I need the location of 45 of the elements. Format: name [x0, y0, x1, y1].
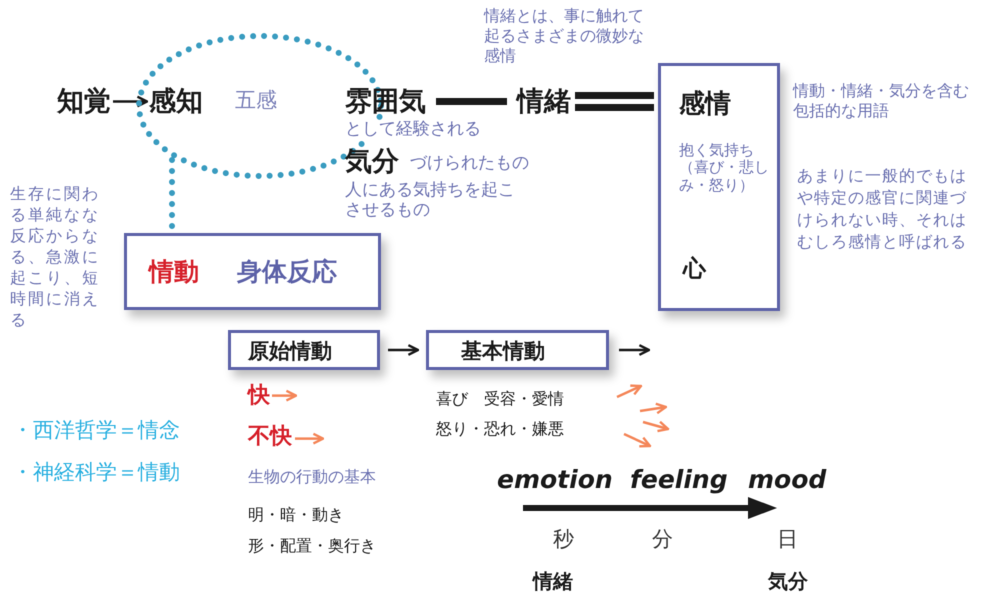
bullet-text: ・西洋哲学＝情念: [12, 417, 180, 444]
term-text: 情緒: [533, 568, 573, 595]
box-text: 抱く気持ち（喜び・悲しみ・怒り）: [679, 142, 770, 194]
term-text: として経験される: [345, 120, 481, 140]
term-text: 快: [248, 383, 270, 408]
scale-label: 日: [777, 526, 798, 553]
note-text: づけられたもの: [410, 153, 529, 173]
arrow: [388, 344, 420, 356]
term-text: 雰囲気: [345, 86, 426, 118]
arrow: [272, 390, 298, 402]
term-text: 知覚: [57, 86, 111, 118]
note-text: 生物の行動の基本: [248, 467, 376, 487]
list-text: 明・暗・動き: [248, 505, 344, 526]
box-title: 基本情動: [461, 339, 545, 364]
word-label: mood: [748, 465, 826, 494]
term-text: 情緒: [517, 86, 571, 118]
note-text: 情動・情緒・気分を含む包括的な用語: [793, 81, 970, 121]
box-text: 心: [683, 256, 706, 282]
box-title: 原始情動: [248, 339, 332, 364]
box-text: 身体反応: [237, 258, 337, 287]
term-text: 気分: [345, 146, 399, 178]
term-text: 不快: [248, 424, 292, 450]
term-text: 気分: [768, 568, 808, 595]
bar-line: [436, 98, 507, 106]
box-title: 感情: [679, 90, 731, 120]
term-text: 感知: [149, 86, 203, 118]
bar-line: [575, 92, 654, 112]
note-text: 人にある気持ちを起こさせるもの: [345, 180, 515, 220]
word-label: feeling: [630, 465, 728, 494]
term-text: 五感: [235, 88, 277, 112]
dotted-line: [169, 157, 175, 232]
arrow: [619, 344, 650, 356]
bullet-text: ・神経科学＝情動: [12, 459, 180, 486]
arrow: [113, 96, 148, 108]
note-text: あまりに一般的でもはや特定の感官に関連づけられない時、それはむしろ感情と呼ばれる: [797, 165, 968, 253]
note-text: 情緒とは、事に触れて起るさまざまの微妙な感情: [484, 6, 645, 66]
scale-label: 分: [652, 526, 673, 553]
word-label: emotion: [497, 465, 613, 494]
box-title: 情動: [149, 258, 199, 287]
note-text: 生存に関わる単純なな反応からなる、急激に起こり、短時間に消える: [10, 183, 101, 330]
arrow: [295, 432, 324, 445]
scale-label: 秒: [553, 526, 574, 553]
list-text: 形・配置・奥行き: [248, 536, 376, 557]
list-text: 喜び 受容・愛情: [436, 389, 564, 410]
list-text: 怒り・恐れ・嫌悪: [436, 419, 564, 440]
